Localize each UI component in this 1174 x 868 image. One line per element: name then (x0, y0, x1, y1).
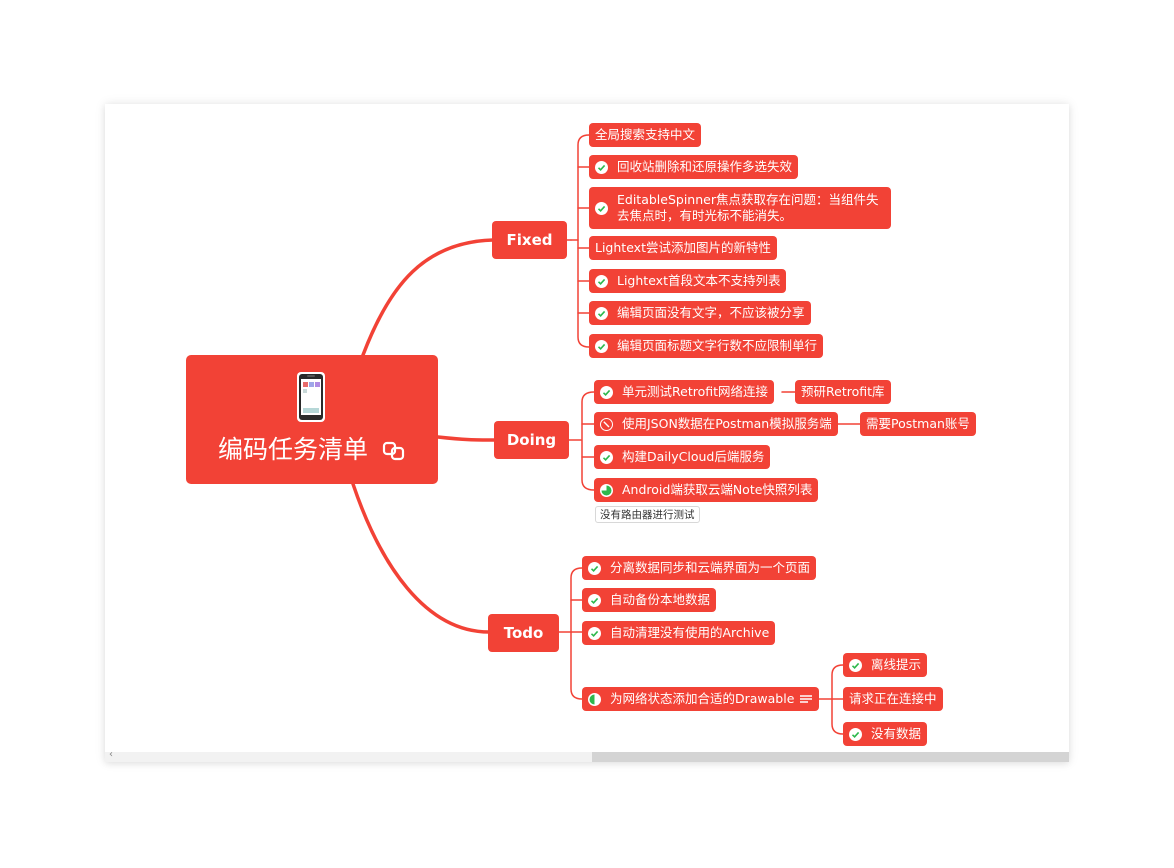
todo-item-4[interactable]: 为网络状态添加合适的Drawable (582, 687, 819, 711)
link-icon[interactable] (382, 441, 406, 461)
todo-subitem-nodata[interactable]: 没有数据 (843, 722, 928, 746)
phone-icon (297, 372, 325, 422)
check-icon (588, 561, 601, 575)
fixed-item-1[interactable]: 全局搜索支持中文 (589, 123, 702, 147)
doing-note[interactable]: 没有路由器进行测试 (595, 506, 700, 523)
check-icon (595, 201, 608, 215)
doing-subitem-retrofit[interactable]: 预研Retrofit库 (795, 380, 891, 404)
fixed-item-2[interactable]: 回收站删除和还原操作多选失效 (589, 155, 799, 179)
doing-subitem-postman[interactable]: 需要Postman账号 (860, 412, 976, 436)
check-icon (595, 339, 608, 353)
todo-item-1[interactable]: 分离数据同步和云端界面为一个页面 (582, 556, 817, 580)
check-icon (600, 385, 613, 399)
branch-fixed[interactable]: Fixed (492, 221, 567, 259)
blocked-icon (600, 417, 613, 431)
connector-lines (351, 134, 861, 735)
scrollbar-thumb[interactable] (592, 752, 1069, 762)
notes-icon[interactable] (799, 693, 813, 705)
check-icon (595, 274, 608, 288)
todo-subitem-offline[interactable]: 离线提示 (843, 653, 928, 677)
todo-item-2[interactable]: 自动备份本地数据 (582, 588, 717, 612)
check-icon (588, 626, 601, 640)
doing-item-2[interactable]: 使用JSON数据在Postman模拟服务端 (594, 412, 838, 436)
root-topic[interactable]: 编码任务清单 (186, 355, 438, 484)
scroll-left-icon[interactable]: ‹ (109, 749, 113, 760)
fixed-item-7[interactable]: 编辑页面标题文字行数不应限制单行 (589, 334, 824, 358)
mindmap-canvas[interactable]: 编码任务清单 Fixed 全局搜索支持中文 回收站删除和还原操作多选失效 Edi… (105, 104, 1069, 762)
check-icon (595, 306, 608, 320)
todo-subitem-connecting[interactable]: 请求正在连接中 (843, 687, 943, 711)
root-title: 编码任务清单 (218, 435, 369, 464)
check-icon (595, 160, 608, 174)
fixed-item-6[interactable]: 编辑页面没有文字，不应该被分享 (589, 301, 811, 325)
fixed-item-3[interactable]: EditableSpinner焦点获取存在问题：当组件失去焦点时，有时光标不能消… (589, 187, 891, 229)
check-icon (849, 727, 862, 741)
progress-icon (600, 483, 613, 497)
check-icon (588, 593, 601, 607)
doing-item-1[interactable]: 单元测试Retrofit网络连接 (594, 380, 775, 404)
branch-todo[interactable]: Todo (488, 614, 559, 652)
doing-item-4[interactable]: Android端获取云端Note快照列表 (594, 478, 819, 502)
horizontal-scrollbar[interactable]: ‹ (105, 749, 1069, 762)
doing-item-3[interactable]: 构建DailyCloud后端服务 (594, 445, 771, 469)
branch-doing[interactable]: Doing (494, 421, 569, 459)
fixed-item-4[interactable]: Lightext尝试添加图片的新特性 (589, 236, 777, 260)
half-progress-icon (588, 692, 601, 706)
check-icon (849, 658, 862, 672)
check-icon (600, 450, 613, 464)
fixed-item-5[interactable]: Lightext首段文本不支持列表 (589, 269, 787, 293)
todo-item-3[interactable]: 自动清理没有使用的Archive (582, 621, 776, 645)
